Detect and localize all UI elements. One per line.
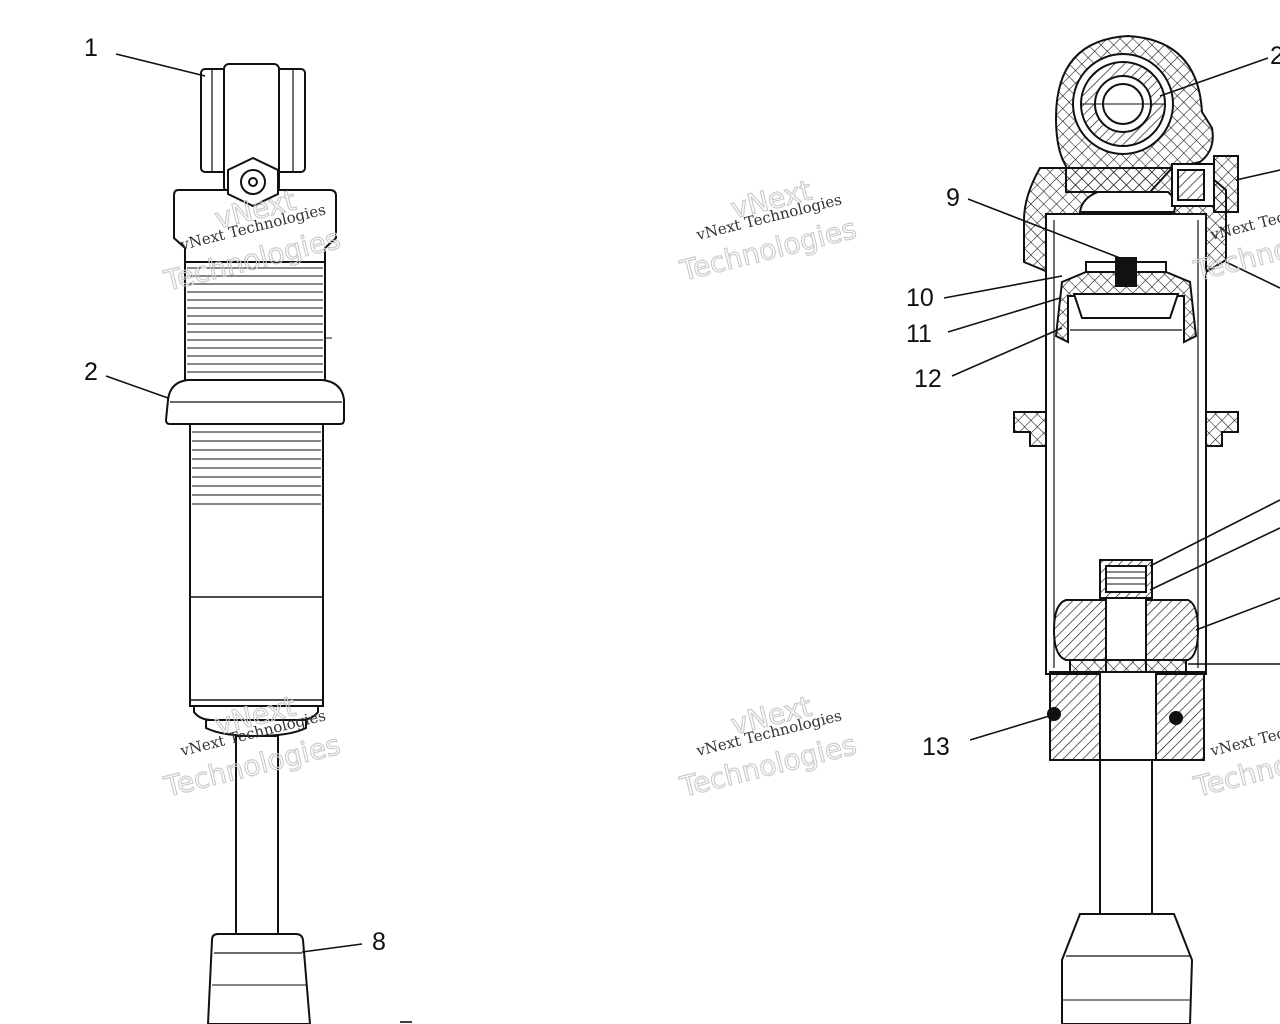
callout-2-cutaway: 2 <box>1270 42 1280 70</box>
cutaway-bottom-eyelet <box>1061 913 1194 1024</box>
watermark-center-bottom: vNext vNext Technologies Technologies <box>676 689 861 804</box>
cutaway-shaft <box>1099 759 1153 917</box>
callout-11: 11 <box>906 320 932 348</box>
callout-10: 10 <box>906 284 934 312</box>
callout-labels: 1 2 8 9 10 11 12 13 2 <box>84 34 1280 956</box>
top-eyelet <box>200 63 306 193</box>
bottom-eyelet <box>206 933 312 1024</box>
exterior-view <box>164 63 345 1024</box>
callout-1: 1 <box>84 34 98 62</box>
cutaway-view <box>1013 34 1239 1024</box>
callout-12: 12 <box>914 365 942 393</box>
thread-lines-lower <box>192 431 321 505</box>
cutaway-lug-left <box>1013 411 1047 447</box>
cutaway-lug-right <box>1205 411 1239 447</box>
lower-body <box>189 423 324 707</box>
piston-shaft <box>235 735 279 937</box>
callout-2: 2 <box>84 358 98 386</box>
watermark-center-top: vNext vNext Technologies Technologies <box>676 173 861 288</box>
callout-8: 8 <box>372 928 386 956</box>
thread-lines-upper <box>187 267 323 373</box>
callout-9: 9 <box>946 184 960 212</box>
threaded-body-upper <box>184 261 326 383</box>
callout-13: 13 <box>922 733 950 761</box>
leader-lines <box>105 53 1280 1023</box>
